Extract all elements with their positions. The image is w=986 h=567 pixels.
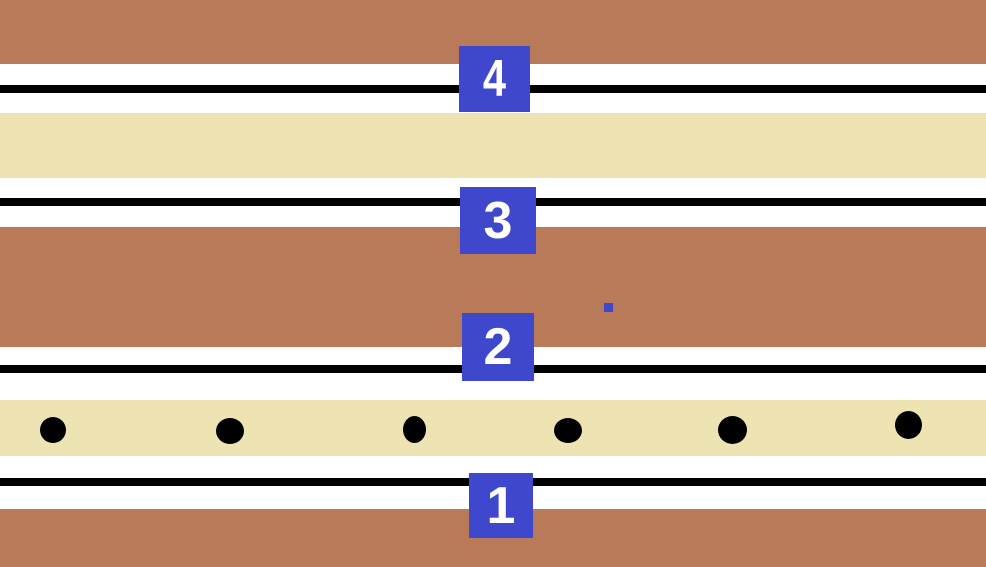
lane-marker-label: 4 [482, 50, 507, 108]
player-agent[interactable] [604, 303, 613, 312]
lane-marker-label: 3 [483, 191, 513, 250]
lane-marker-label: 2 [483, 318, 513, 376]
safe-zone-upper [0, 113, 986, 178]
obstacle-dot [403, 416, 426, 443]
obstacle-dot [554, 418, 582, 443]
lane-marker-2: 2 [462, 313, 534, 381]
safe-zone-lower [0, 400, 986, 456]
obstacle-dot [216, 418, 244, 444]
obstacle-dot [895, 411, 922, 439]
obstacle-dot [40, 417, 66, 443]
lane-marker-label: 1 [486, 476, 516, 535]
lane-marker-1: 1 [469, 473, 533, 538]
lane-marker-4: 4 [459, 46, 530, 112]
obstacle-dot [718, 416, 747, 444]
lane-marker-3: 3 [460, 187, 536, 254]
